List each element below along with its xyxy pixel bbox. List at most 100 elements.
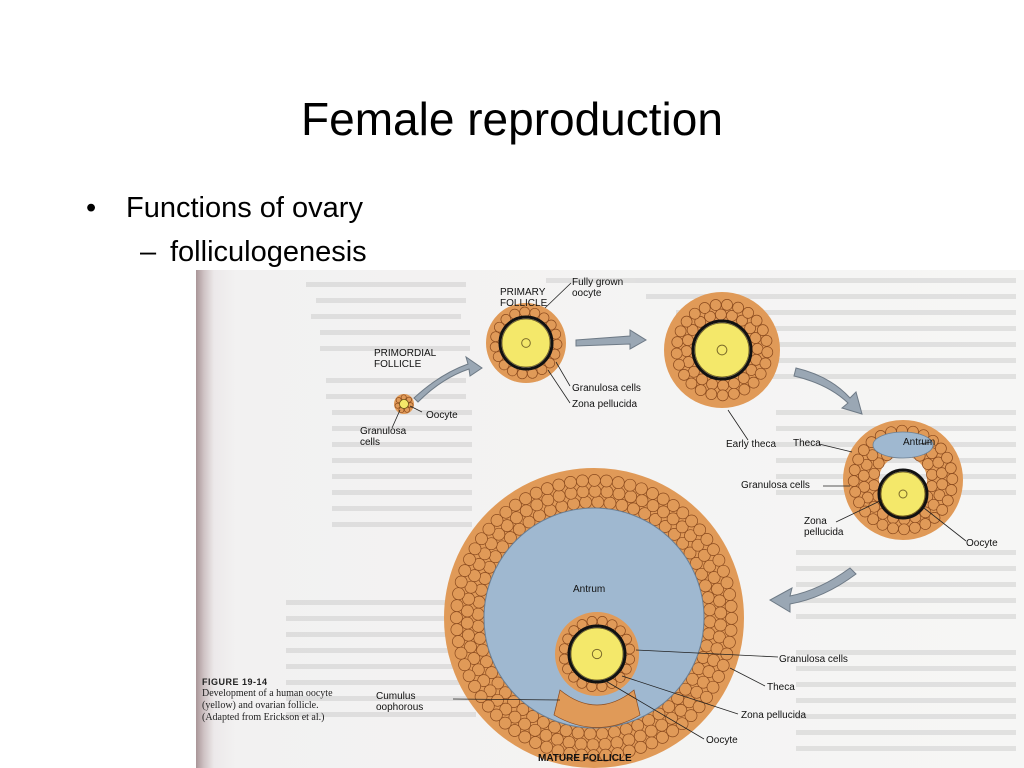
sub-bullet-text: folliculogenesis [170, 235, 367, 268]
granulosa-cell [541, 493, 555, 507]
granulosa-cell [738, 383, 751, 396]
bullet-mark: • [86, 191, 97, 224]
granulosa-cell [550, 733, 564, 746]
secondary-oocyte [694, 322, 750, 378]
granulosa-cell [450, 611, 463, 624]
granulosa-cell [586, 738, 600, 752]
arrow-primary-to-secondary [575, 329, 647, 350]
granulosa-cell [510, 511, 523, 525]
granulosa-cell [471, 663, 485, 677]
granulosa-cell [516, 703, 530, 716]
granulosa-cell [694, 384, 707, 396]
granulosa-cell [944, 462, 957, 474]
secondary-oocyte-zona [691, 319, 753, 381]
granulosa-cell [633, 729, 647, 743]
granulosa-cell [675, 717, 689, 731]
label-oocyte-3: Oocyte [706, 735, 738, 746]
granulosa-cell [624, 490, 638, 503]
granulosa-cell [668, 528, 681, 541]
granulosa-cell [564, 476, 577, 489]
slide-title: Female reproduction [301, 93, 723, 145]
granulosa-cell [685, 514, 698, 528]
granulosa-cell [848, 464, 861, 476]
granulosa-cell [868, 467, 881, 480]
granulosa-cell [603, 496, 617, 510]
granulosa-cell [559, 724, 573, 737]
label-zona-2: Zona pellucida [804, 516, 844, 538]
label-granulosa-1: Granulosa cells [360, 426, 407, 448]
bullet-list: • Functions of ovary – folliculogenesis [86, 186, 367, 274]
granulosa-cell [477, 674, 491, 687]
granulosa-cell [454, 575, 468, 589]
label-oocyte-2: Oocyte [966, 538, 998, 549]
granulosa-cell [646, 487, 659, 500]
mature-oocyte-nucleus [591, 648, 603, 660]
granulosa-cell [756, 324, 769, 336]
granulosa-cell [716, 659, 730, 672]
primordial-oocyte [399, 399, 409, 409]
granulosa-cell [876, 518, 889, 531]
granulosa-cell [450, 623, 464, 636]
granulosa-cell [941, 494, 954, 507]
granulosa-cell [526, 710, 540, 723]
caption-heading: FIGURE 19-14 [202, 677, 268, 687]
granulosa-cell [684, 529, 697, 543]
granulosa-cell [761, 346, 774, 359]
granulosa-cell [725, 612, 738, 625]
granulosa-cell [552, 478, 566, 492]
granulosa-cell [508, 710, 522, 724]
label-antrum-1: Antrum [903, 437, 936, 448]
granulosa-cell [751, 343, 764, 355]
granulosa-cell [728, 377, 740, 390]
granulosa-cell [852, 453, 865, 466]
granulosa-cell [600, 485, 614, 499]
granulosa-cell [857, 469, 870, 482]
granulosa-cell [697, 549, 711, 562]
label-zona-1: Zona pellucida [572, 399, 638, 410]
granulosa-cell [623, 478, 637, 492]
arrow-antral-to-mature [768, 567, 857, 613]
granulosa-cell [692, 700, 706, 714]
label-primordial-follicle: PRIMORDIAL FOLLICLE [374, 348, 437, 370]
granulosa-cell [490, 708, 503, 722]
granulosa-cell [936, 504, 949, 516]
leader-line [555, 361, 571, 387]
mature-follicle-outer-cells [444, 468, 744, 768]
granulosa-cell [475, 532, 488, 546]
granulosa-cell [686, 324, 699, 336]
arrow-primordial-to-primary [413, 355, 483, 403]
label-granulosa-4: Granulosa cells [779, 654, 848, 665]
sub-bullet-item: – folliculogenesis [86, 230, 367, 274]
granulosa-cell [518, 717, 531, 731]
granulosa-cell [491, 676, 505, 690]
granulosa-cell [860, 458, 873, 471]
leader-line [391, 409, 401, 429]
granulosa-cell [946, 473, 959, 485]
leader-line [409, 405, 423, 413]
granulosa-cell [872, 457, 885, 470]
label-theca-2: Theca [767, 682, 795, 693]
granulosa-cell [530, 498, 544, 512]
mature-oocyte-zona [567, 624, 627, 684]
leader-line [919, 441, 932, 445]
granulosa-cell [635, 494, 649, 507]
granulosa-cell [712, 553, 726, 567]
granulosa-cell [737, 372, 750, 384]
granulosa-cell [675, 520, 689, 534]
granulosa-cell [723, 635, 736, 649]
granulosa-cell [868, 479, 880, 492]
granulosa-cell [634, 741, 648, 754]
granulosa-cell [689, 557, 703, 570]
granulosa-cell [588, 484, 602, 498]
granulosa-cell [656, 492, 670, 506]
granulosa-cell [499, 702, 513, 716]
granulosa-cell [909, 521, 921, 534]
granulosa-cell [464, 580, 478, 594]
granulosa-cell [638, 507, 652, 520]
granulosa-cell [684, 709, 698, 722]
secondary-follicle-cells [664, 292, 780, 408]
granulosa-cell [507, 695, 520, 708]
granulosa-cell [591, 495, 605, 509]
label-fully-grown-oocyte: Fully grown oocyte [572, 277, 624, 299]
granulosa-cell [682, 356, 695, 368]
